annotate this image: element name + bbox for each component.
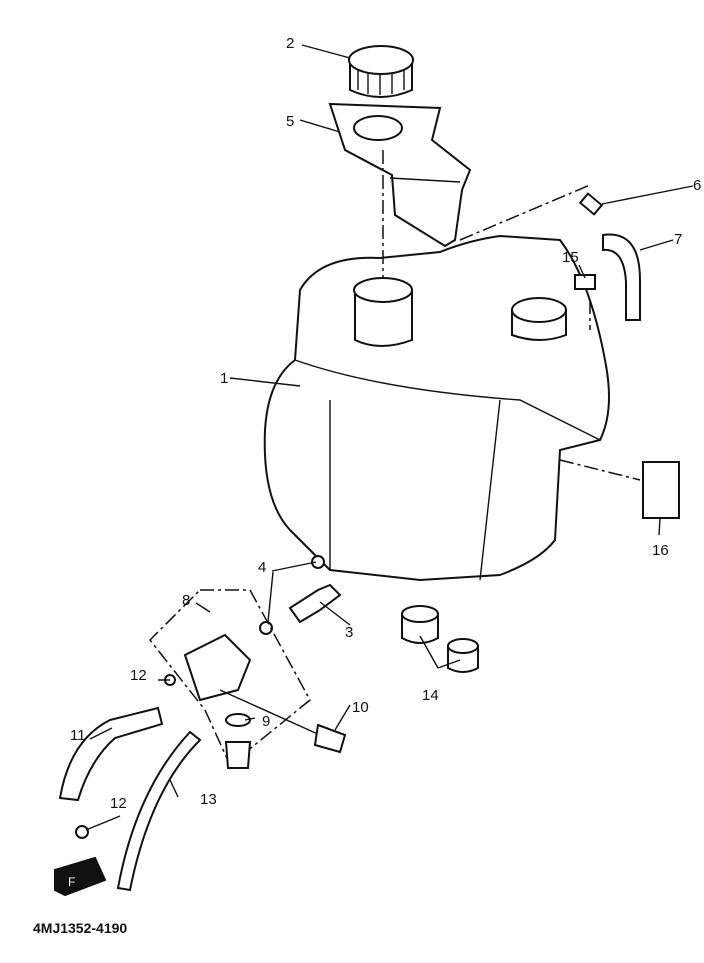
callout-6: 6 bbox=[693, 177, 701, 194]
callout-10: 10 bbox=[352, 699, 369, 716]
drain-screw bbox=[313, 723, 347, 754]
callout-2: 2 bbox=[286, 35, 294, 52]
fuel-tank bbox=[263, 234, 610, 582]
pad-small bbox=[574, 274, 596, 290]
callout-9: 9 bbox=[262, 713, 270, 730]
callout-13: 13 bbox=[200, 791, 217, 808]
front-arrow-letter: F bbox=[68, 875, 75, 889]
callout-3: 3 bbox=[345, 624, 353, 641]
filters bbox=[401, 605, 479, 673]
callout-16: 16 bbox=[652, 542, 669, 559]
drain-hose bbox=[116, 730, 202, 892]
joint bbox=[578, 192, 604, 216]
fuel-pipe bbox=[288, 583, 342, 624]
fuel-hose bbox=[58, 706, 164, 802]
callout-14: 14 bbox=[422, 687, 439, 704]
callout-12-lower: 12 bbox=[110, 795, 127, 812]
callout-8: 8 bbox=[182, 592, 190, 609]
callout-1: 1 bbox=[220, 370, 228, 387]
callout-5: 5 bbox=[286, 113, 294, 130]
fuel-cap bbox=[348, 45, 414, 98]
front-arrow-icon: F bbox=[54, 856, 107, 897]
callout-12-upper: 12 bbox=[130, 667, 147, 684]
callout-15: 15 bbox=[562, 249, 579, 266]
fuel-cock bbox=[183, 633, 252, 702]
breather-hose bbox=[602, 233, 641, 321]
callout-11: 11 bbox=[70, 727, 86, 744]
callout-7: 7 bbox=[674, 231, 682, 248]
drawing-code: 4MJ1352-4190 bbox=[33, 920, 127, 936]
filler-neck-bracket bbox=[328, 102, 472, 248]
callout-4: 4 bbox=[258, 559, 266, 576]
pad-large bbox=[642, 461, 680, 519]
